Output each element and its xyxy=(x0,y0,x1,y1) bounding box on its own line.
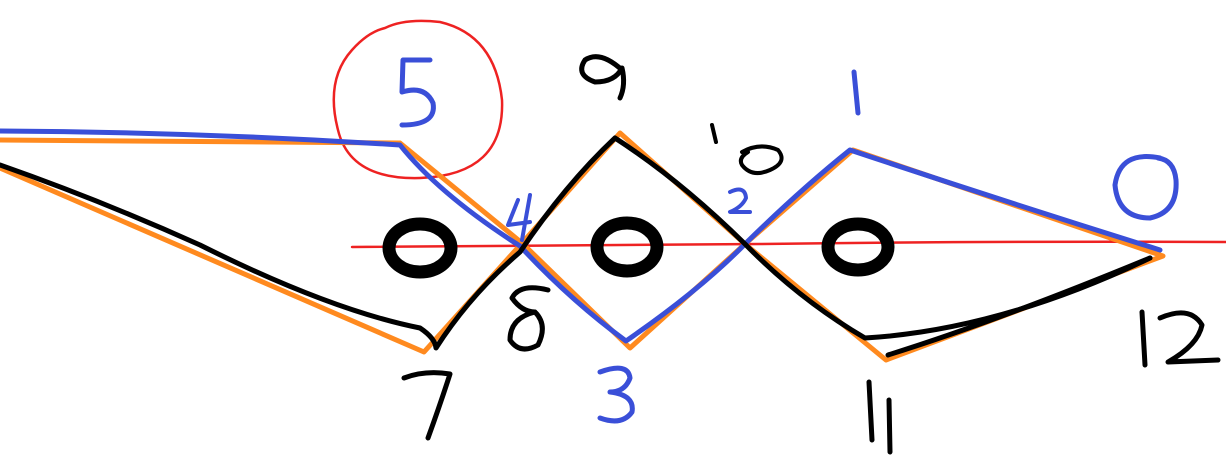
orange-path xyxy=(0,130,1166,363)
label-11: 11 xyxy=(866,379,893,455)
horizontal-guide-line xyxy=(350,240,1226,249)
highlight-circle xyxy=(332,19,504,180)
label-1: 1 xyxy=(851,69,861,116)
label-2: 2 xyxy=(728,187,752,214)
label-12: 12 xyxy=(1139,309,1221,368)
label-5: 5 xyxy=(399,57,436,128)
label-10: 10 xyxy=(710,123,784,176)
black-path xyxy=(0,135,1153,351)
label-8: 8 xyxy=(507,285,551,352)
label-7: 7 xyxy=(401,370,453,441)
label-4: 4 xyxy=(506,193,532,242)
label-9: 9 xyxy=(579,54,627,101)
label-0: 0 xyxy=(1112,154,1179,221)
label-3: 3 xyxy=(597,365,635,424)
pin-left xyxy=(382,217,458,279)
blue-path xyxy=(0,128,1163,344)
pin-right xyxy=(821,217,895,277)
black-path-lower-right xyxy=(885,255,1153,358)
pin-center xyxy=(590,216,664,278)
